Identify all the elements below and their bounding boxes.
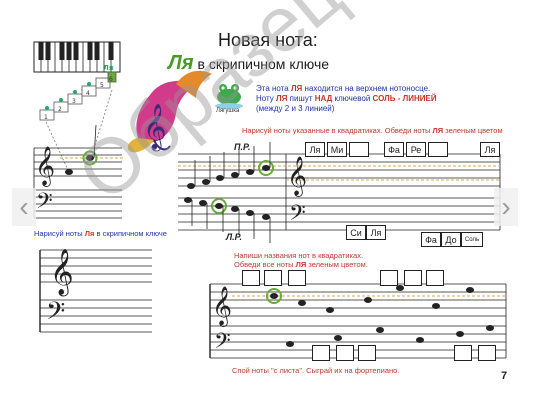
task3-instruction: Напиши названия нот в квадратиках. Обвед… <box>234 251 368 269</box>
frog-icon <box>215 84 243 109</box>
answer-box[interactable] <box>380 270 398 286</box>
note-description: Эта нота ЛЯ находится на верхнем нотонос… <box>256 84 437 113</box>
treble-clef-bird-illustration: 𝄞 <box>127 70 212 153</box>
note-box[interactable]: Фа <box>421 232 441 247</box>
right-hand-label: П.Р. <box>234 142 251 152</box>
step-number: 4 <box>86 90 90 97</box>
frog-caption: Лягушка <box>216 108 240 114</box>
svg-text:𝄞: 𝄞 <box>212 286 232 327</box>
note-box[interactable] <box>428 142 448 157</box>
new-note-name: Ля <box>168 52 194 74</box>
answer-box[interactable] <box>336 345 354 361</box>
answer-box[interactable] <box>242 270 260 286</box>
chevron-left-icon: ‹ <box>19 191 29 222</box>
svg-text:𝄞: 𝄞 <box>143 104 167 152</box>
note-box[interactable]: Фа <box>384 142 404 157</box>
task4-instruction: Спой ноты "с листа". Сыграй их на фортеп… <box>232 366 400 375</box>
note-box[interactable]: Ре <box>406 142 426 157</box>
answer-box[interactable] <box>478 345 496 361</box>
prev-page-button[interactable]: ‹ <box>12 188 36 226</box>
svg-text:𝄞: 𝄞 <box>50 249 74 297</box>
task1-instruction: Нарисуй ноты указанные в квадратиках. Об… <box>242 126 503 135</box>
svg-text:𝄢: 𝄢 <box>36 189 53 219</box>
answer-box[interactable] <box>426 270 444 286</box>
step-number: 3 <box>72 98 76 105</box>
svg-text:𝄢: 𝄢 <box>214 329 231 359</box>
note-box[interactable]: Ля <box>480 142 500 157</box>
staircase-la-label: Ля <box>103 64 113 72</box>
note-box[interactable]: Си <box>346 225 366 240</box>
answer-box[interactable] <box>454 345 472 361</box>
task2-instruction: Нарисуй ноты Ля в скрипичном ключе <box>34 229 167 238</box>
lesson-title: Новая нота: <box>218 30 318 50</box>
step-number: 2 <box>58 106 62 113</box>
note-box[interactable]: Ми <box>327 142 347 157</box>
next-page-button[interactable]: › <box>494 188 518 226</box>
step-number: 6 <box>109 76 113 83</box>
svg-text:𝄞: 𝄞 <box>35 146 55 187</box>
exercise-staff-top: 𝄞 𝄢 <box>178 142 501 243</box>
note-box[interactable] <box>349 142 369 157</box>
answer-box[interactable] <box>404 270 422 286</box>
step-number: 1 <box>44 114 48 121</box>
note-box[interactable]: Ля <box>366 225 386 240</box>
step-number: 5 <box>100 82 104 89</box>
answer-box[interactable] <box>288 270 306 286</box>
note-box[interactable]: Соль <box>461 232 483 247</box>
blank-grand-staff: 𝄞 𝄢 <box>39 249 152 333</box>
chevron-right-icon: › <box>501 191 511 222</box>
answer-box[interactable] <box>358 345 376 361</box>
note-staircase-icon <box>39 71 117 171</box>
svg-text:𝄢: 𝄢 <box>289 201 306 231</box>
answer-box[interactable] <box>264 270 282 286</box>
piano-keyboard-icon <box>33 41 121 73</box>
svg-text:𝄞: 𝄞 <box>287 156 307 197</box>
note-box[interactable]: До <box>441 232 461 247</box>
svg-text:𝄢: 𝄢 <box>46 297 65 332</box>
small-grand-staff: 𝄞 𝄢 <box>33 124 125 219</box>
note-box[interactable]: Ля <box>305 142 325 157</box>
page-number: 7 <box>501 370 508 382</box>
answer-box[interactable] <box>312 345 330 361</box>
left-hand-label: Л.Р. <box>226 232 243 242</box>
